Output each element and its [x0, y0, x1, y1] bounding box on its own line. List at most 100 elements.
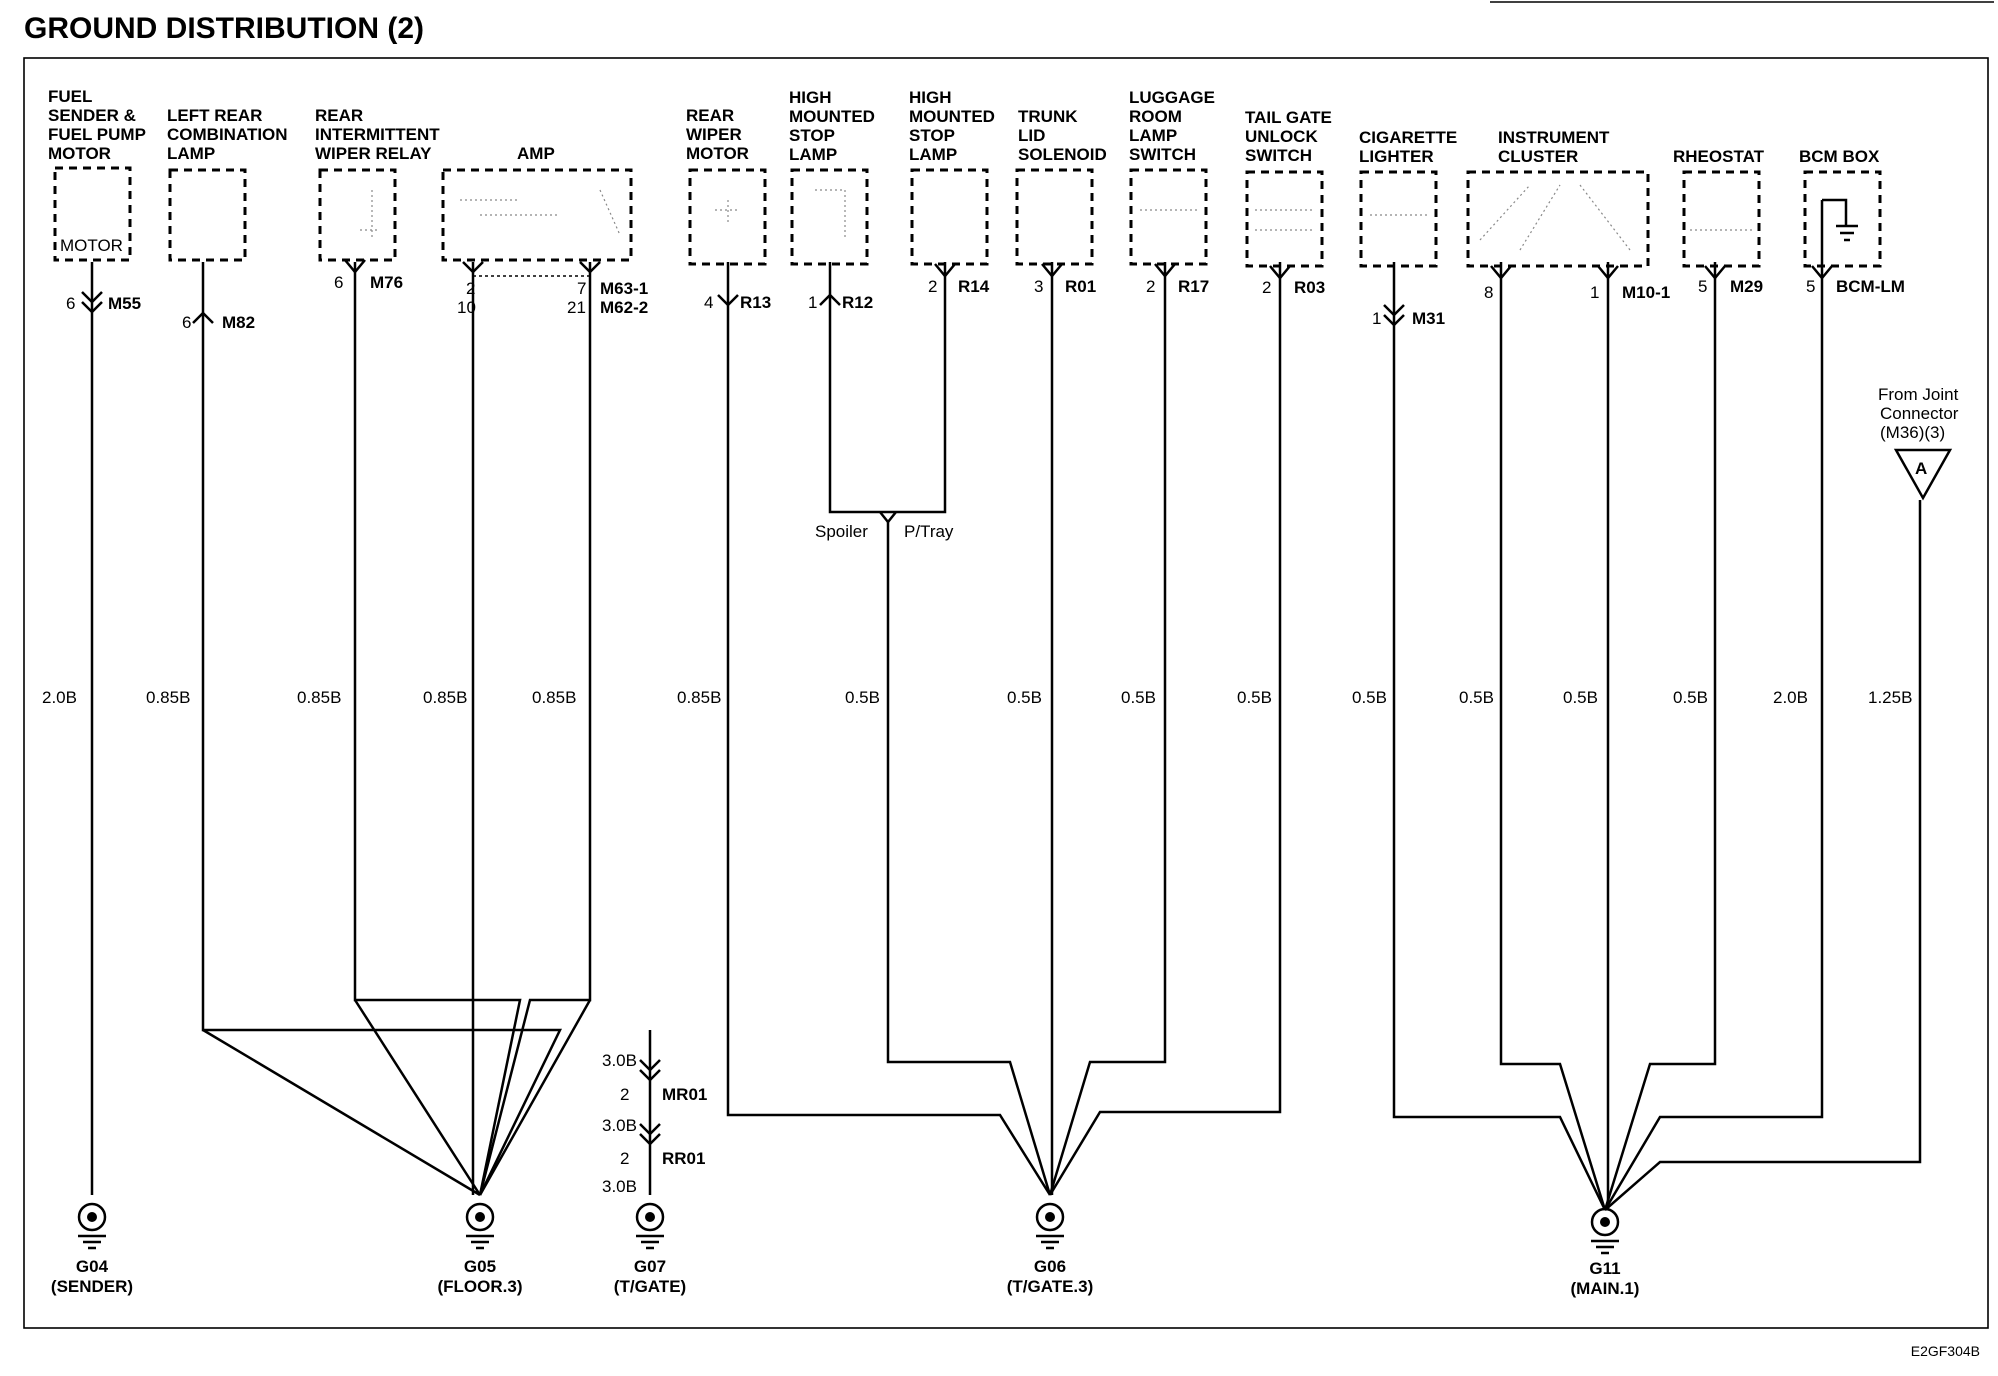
wire-g05-fan	[202, 999, 592, 1197]
wire-rear-wiper-motor	[726, 262, 1052, 1196]
g05-location: (FLOOR.3)	[438, 1277, 523, 1296]
label-rheostat: RHEOSTAT	[1673, 147, 1765, 166]
label-rear-wiper-relay: REAR INTERMITTENT WIPER RELAY	[315, 106, 444, 163]
conn-m29: M29	[1730, 277, 1763, 296]
box-rheostat	[1682, 170, 1761, 268]
pin-r13: 4	[704, 293, 713, 312]
wire-label-14: 0.5B	[1673, 688, 1708, 707]
joint-connector-label: From Joint Connector (M36)(3)	[1878, 385, 1963, 442]
wire-label-g07-b: 3.0B	[602, 1116, 637, 1135]
box-trunk-lid	[1015, 168, 1094, 266]
label-left-rear-lamp: LEFT REAR COMBINATION LAMP	[167, 106, 292, 163]
wire-amp-right	[478, 262, 592, 1196]
g05-ring	[465, 1202, 495, 1232]
wire-label-15: 2.0B	[1773, 688, 1808, 707]
wire-label-6: 0.85B	[677, 688, 721, 707]
conn-rr01: RR01	[662, 1149, 705, 1168]
ground-g07	[635, 1202, 665, 1250]
pin-r14: 2	[928, 277, 937, 296]
label-high-mounted-stop-lamp-2: HIGH MOUNTED STOP LAMP	[909, 88, 1000, 164]
box-cigarette	[1359, 170, 1438, 268]
conn-r12: R12	[842, 293, 873, 312]
g07-location: (T/GATE)	[614, 1277, 686, 1296]
label-instrument-cluster: INSTRUMENT CLUSTER	[1498, 128, 1614, 166]
label-luggage-room-lamp-switch: LUGGAGE ROOM LAMP SWITCH	[1129, 88, 1220, 164]
pin-r03: 2	[1262, 278, 1271, 297]
g11-ground-icon	[1591, 1239, 1619, 1255]
pin-amp-left-2: 10	[457, 298, 476, 317]
pin-m10-left: 8	[1484, 283, 1493, 302]
label-amp: AMP	[517, 144, 555, 163]
g11-ring	[1590, 1207, 1620, 1237]
ground-g11	[1590, 1207, 1620, 1255]
box-hms-lamp-2	[910, 168, 989, 266]
junction-label-spoiler: Spoiler	[815, 522, 868, 541]
g06-ring	[1035, 1202, 1065, 1232]
pin-m10-right: 1	[1590, 283, 1599, 302]
g07-ring	[635, 1202, 665, 1232]
amp-connector-symbol	[462, 261, 601, 274]
pin-bcm: 5	[1806, 277, 1815, 296]
g04-ring	[77, 1202, 107, 1232]
box-amp	[441, 168, 633, 262]
box-fuel-sender	[53, 166, 132, 262]
wiper-motor-interior	[715, 200, 740, 225]
g05-ground-icon	[466, 1234, 494, 1250]
label-fuel-sender: FUEL SENDER & FUEL PUMP MOTOR	[48, 87, 150, 163]
wire-label-13: 0.5B	[1563, 688, 1598, 707]
wire-luggage	[1048, 262, 1167, 1196]
joint-letter: A	[1915, 459, 1927, 478]
wire-label-8: 0.5B	[1007, 688, 1042, 707]
wire-label-3: 0.85B	[297, 688, 341, 707]
wire-hms-to-g06	[886, 522, 1052, 1196]
wire-hms-lamps	[828, 262, 947, 514]
pin-m31: 1	[1372, 309, 1381, 328]
m10-symbol	[1490, 265, 1619, 280]
label-cigarette-lighter: CIGARETTE LIGHTER	[1359, 128, 1462, 166]
hms1-interior	[815, 189, 846, 240]
pin-r12: 1	[808, 293, 817, 312]
box-tail-gate	[1245, 170, 1324, 268]
ground-g06	[1035, 1202, 1065, 1250]
conn-r01: R01	[1065, 277, 1096, 296]
junction-label-ptray: P/Tray	[904, 522, 954, 541]
component-boxes: MOTOR	[53, 166, 1882, 268]
g07-id: G07	[634, 1257, 666, 1276]
conn-m10-1: M10-1	[1622, 283, 1670, 302]
wire-label-10: 0.5B	[1237, 688, 1272, 707]
conn-r14: R14	[958, 277, 990, 296]
wire-label-g07-a: 3.0B	[602, 1051, 637, 1070]
g06-bolt	[1045, 1212, 1055, 1222]
wire-bcm	[1603, 262, 1824, 1211]
conn-m62-2: M62-2	[600, 298, 648, 317]
g05-id: G05	[464, 1257, 496, 1276]
g11-id: G11	[1589, 1259, 1620, 1278]
box-rear-wiper-relay	[318, 168, 397, 262]
diagram-frame	[23, 57, 1989, 1329]
drawing-code: E2GF304B	[1911, 1343, 1980, 1359]
g05-bolt	[475, 1212, 485, 1222]
conn-bcm-lm: BCM-LM	[1836, 277, 1905, 296]
g04-id: G04	[76, 1257, 109, 1276]
g06-ground-icon	[1036, 1234, 1064, 1250]
wire-left-rear-lamp	[201, 262, 562, 1196]
pin-r01: 3	[1034, 277, 1043, 296]
conn-r03: R03	[1294, 278, 1325, 297]
pin-m82: 6	[182, 313, 191, 332]
bcm-ground-symbol	[1820, 198, 1858, 262]
wire-joint	[1604, 500, 1922, 1211]
wire-label-7: 0.5B	[845, 688, 880, 707]
wires	[90, 262, 1922, 1211]
wire-label-1: 2.0B	[42, 688, 77, 707]
box-hms-lamp-1	[790, 168, 869, 266]
wire-cluster-left	[1499, 262, 1607, 1211]
pin-amp-right-1: 7	[577, 279, 586, 298]
wire-rheostat	[1603, 262, 1717, 1211]
g06-location: (T/GATE.3)	[1007, 1277, 1094, 1296]
pin-m76: 6	[334, 273, 343, 292]
g06-id: G06	[1034, 1257, 1066, 1276]
g07-bolt	[645, 1212, 655, 1222]
g04-location: (SENDER)	[51, 1277, 133, 1296]
wire-label-g07-c: 3.0B	[602, 1177, 637, 1196]
joint-triangle	[1893, 448, 1953, 501]
